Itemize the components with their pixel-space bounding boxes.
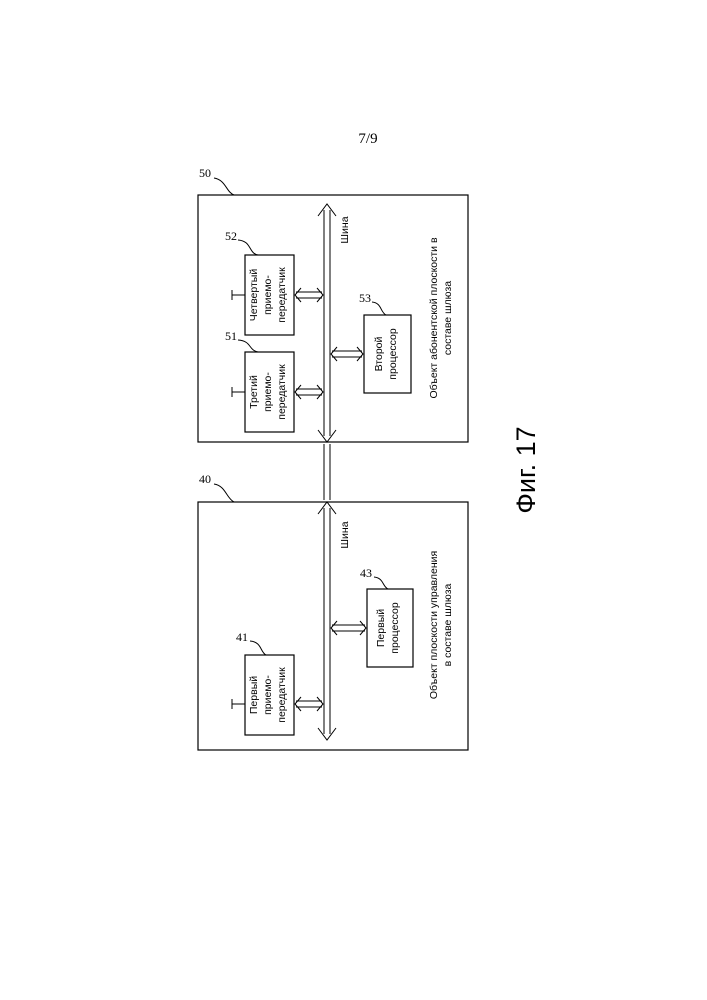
second-processor: Второй процессор bbox=[364, 315, 411, 393]
svg-text:приемо-: приемо- bbox=[262, 675, 274, 715]
svg-text:приемо-: приемо- bbox=[262, 372, 274, 412]
user-plane-entity: 50 Шина Четвертый приемо- передатчик 52 bbox=[198, 166, 468, 442]
svg-text:процессор: процессор bbox=[387, 328, 399, 380]
svg-text:процессор: процессор bbox=[389, 602, 401, 654]
ref-label-41: 41 bbox=[236, 630, 248, 644]
ref-leader-50 bbox=[214, 178, 234, 195]
svg-text:передатчик: передатчик bbox=[276, 667, 288, 723]
control-plane-entity: 40 Шина Первый приемо- передатчик 41 bbox=[198, 472, 468, 750]
svg-text:передатчик: передатчик bbox=[276, 267, 288, 323]
bus-label-50: Шина bbox=[339, 216, 351, 243]
svg-text:Первый: Первый bbox=[248, 676, 260, 714]
control-plane-entity-title-line2: в составе шлюза bbox=[442, 583, 454, 666]
ref-label-52: 52 bbox=[225, 229, 237, 243]
control-plane-entity-title-line1: Объект плоскости управления bbox=[428, 551, 440, 699]
svg-text:Четвертый: Четвертый bbox=[248, 269, 260, 322]
svg-text:передатчик: передатчик bbox=[276, 364, 288, 420]
svg-text:Первый: Первый bbox=[375, 609, 387, 647]
first-transceiver: Первый приемо- передатчик bbox=[245, 655, 294, 735]
ref-label-51: 51 bbox=[225, 329, 237, 343]
ref-label-53: 53 bbox=[359, 291, 371, 305]
third-transceiver: Третий приемо- передатчик bbox=[245, 352, 294, 432]
inter-bus-link bbox=[324, 444, 330, 500]
ref-label-50: 50 bbox=[199, 166, 211, 180]
first-processor: Первый процессор bbox=[367, 589, 413, 667]
fourth-transceiver: Четвертый приемо- передатчик bbox=[245, 255, 294, 335]
bus-label-40: Шина bbox=[339, 521, 351, 548]
page-number: 7/9 bbox=[358, 131, 377, 147]
user-plane-entity-title-line1: Объект абонентской плоскости в bbox=[428, 237, 440, 398]
ref-leader-40 bbox=[214, 484, 234, 502]
svg-text:Второй: Второй bbox=[373, 337, 385, 372]
user-plane-entity-title-line2: составе шлюза bbox=[442, 281, 454, 355]
figure-caption: Фиг. 17 bbox=[511, 426, 541, 513]
svg-text:Третий: Третий bbox=[248, 375, 260, 409]
svg-text:приемо-: приемо- bbox=[262, 275, 274, 315]
ref-label-43: 43 bbox=[360, 566, 372, 580]
ref-label-40: 40 bbox=[199, 472, 211, 486]
